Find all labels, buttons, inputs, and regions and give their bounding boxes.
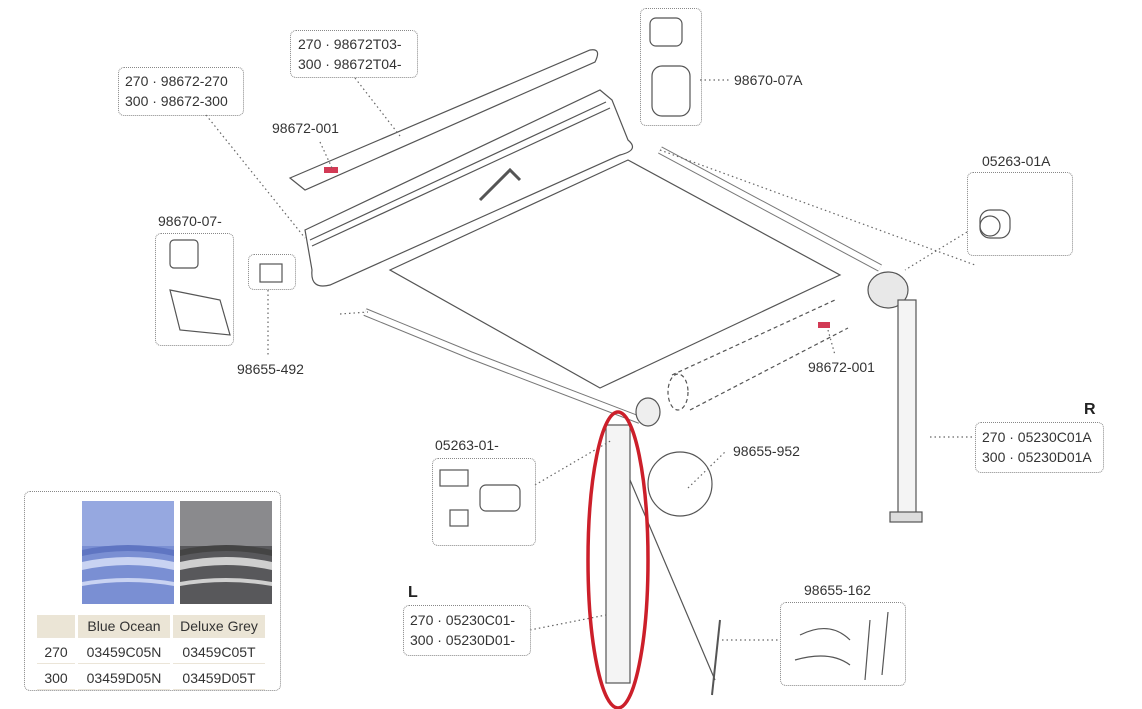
swatch-blue-ocean (82, 501, 174, 604)
callout-box-leg-left (403, 605, 531, 656)
label-leg-right-300: 300 · 05230D01A (982, 449, 1092, 465)
callout-box-top-cover (290, 30, 418, 78)
label-bracket: 98655-492 (237, 361, 304, 377)
swatch-deluxe-grey (180, 501, 272, 604)
label-end-cap-left: 98670-07- (158, 213, 222, 229)
callout-box-end-cap-left (155, 233, 234, 346)
label-joint-left: 05263-01- (435, 437, 499, 453)
left-leg-part (605, 424, 631, 684)
callout-box-joint-right (967, 172, 1073, 256)
callout-box-tie-down-kit (780, 602, 906, 686)
header-deluxe-grey: Deluxe Grey (173, 615, 265, 638)
label-tie-down-kit: 98655-162 (804, 582, 871, 598)
table-row: 270 03459C05N 03459C05T (37, 641, 265, 664)
fabric-code-table: Blue Ocean Deluxe Grey 270 03459C05N 034… (34, 612, 268, 693)
callout-box-end-cap-right (640, 8, 702, 126)
callout-box-roller-tube (118, 67, 244, 116)
header-blue-ocean: Blue Ocean (78, 615, 170, 638)
code-cell: 03459C05N (78, 641, 170, 664)
callout-box-leg-right (975, 422, 1104, 473)
size-cell: 300 (37, 667, 75, 690)
label-cap-left: 98672-001 (272, 120, 339, 136)
code-cell: 03459C05T (173, 641, 265, 664)
highlight-ellipse (586, 410, 650, 709)
label-leg-right-270: 270 · 05230C01A (982, 429, 1092, 445)
table-row: 300 03459D05N 03459D05T (37, 667, 265, 690)
label-roller-300: 300 · 98672-300 (125, 93, 228, 109)
code-cell: 03459D05N (78, 667, 170, 690)
red-cap-marker (324, 167, 338, 173)
label-left-side: L (408, 584, 418, 601)
top-cover-part (288, 49, 599, 191)
label-top-cover-300: 300 · 98672T04- (298, 56, 402, 72)
label-joint-right: 05263-01A (982, 153, 1051, 169)
label-leg-left-300: 300 · 05230D01- (410, 632, 516, 648)
label-cap-right: 98672-001 (808, 359, 875, 375)
fabric-panel (388, 159, 842, 389)
fabric-swatch-panel (24, 491, 281, 691)
size-cell: 270 (37, 641, 75, 664)
label-end-cap-right: 98670-07A (734, 72, 803, 88)
callout-box-joint-left (432, 458, 536, 546)
label-top-cover-270: 270 · 98672T03- (298, 36, 402, 52)
label-roller-270: 270 · 98672-270 (125, 73, 228, 89)
roller-housing-part (304, 89, 634, 287)
label-leg-left-270: 270 · 05230C01- (410, 612, 516, 628)
code-cell: 03459D05T (173, 667, 265, 690)
label-pin: 98655-952 (733, 443, 800, 459)
label-right-side: R (1084, 401, 1096, 418)
table-header-row: Blue Ocean Deluxe Grey (37, 615, 265, 638)
callout-box-bracket (248, 254, 296, 290)
